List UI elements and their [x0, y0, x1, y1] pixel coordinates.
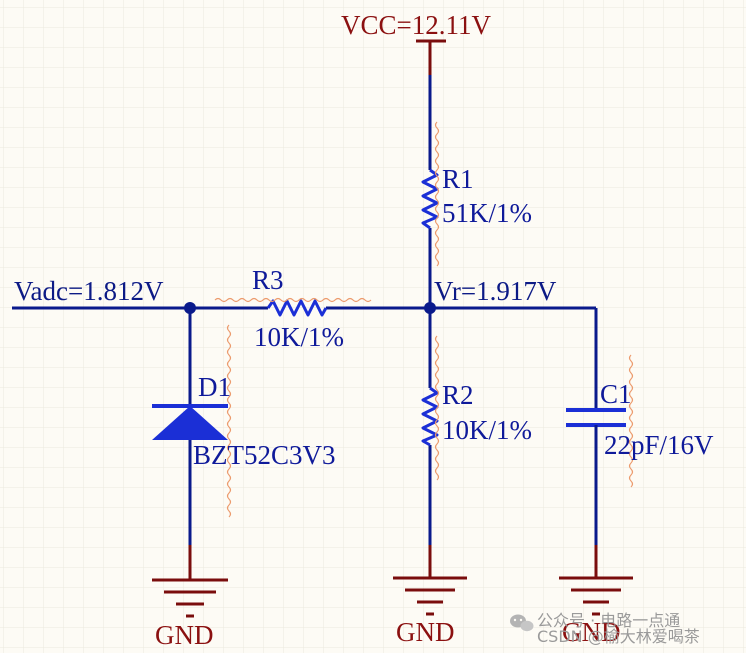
d1-designator: D1: [198, 372, 231, 402]
c1-snap-marker: [628, 354, 634, 488]
vadc-net-label: Vadc=1.812V: [14, 276, 164, 306]
watermark: 公众号 · 电路一点通 CSDN @榆大林爱喝茶: [510, 611, 700, 646]
junction-dot-vr: [424, 302, 436, 314]
r2-snap-marker: [434, 335, 440, 481]
gnd-label-mid: GND: [396, 617, 455, 647]
d1-value: BZT52C3V3: [193, 440, 336, 470]
ground-symbol-right[interactable]: [559, 545, 633, 616]
resistor-r1[interactable]: [421, 121, 440, 267]
zener-diode-d1[interactable]: [152, 308, 232, 545]
ground-symbol-left[interactable]: [152, 545, 228, 618]
d1-snap-marker: [226, 324, 232, 518]
gnd-label-right: GND: [562, 617, 621, 647]
c1-designator: C1: [600, 379, 632, 409]
watermark-line2: CSDN @榆大林爱喝茶: [537, 627, 700, 646]
resistor-r3[interactable]: [214, 297, 372, 317]
gnd-label-left: GND: [155, 620, 214, 650]
vr-net-label: Vr=1.917V: [434, 276, 557, 306]
horizontal-net-wire[interactable]: [12, 306, 598, 410]
capacitor-c1[interactable]: [566, 354, 634, 545]
wechat-icon: [510, 614, 534, 632]
r3-value: 10K/1%: [254, 322, 344, 352]
r2-value: 10K/1%: [442, 415, 532, 445]
r3-snap-marker: [214, 297, 372, 303]
r3-designator: R3: [252, 265, 284, 295]
r1-designator: R1: [442, 164, 474, 194]
r1-snap-marker: [434, 121, 440, 267]
vcc-power-port[interactable]: [416, 39, 446, 75]
c1-value: 22pF/16V: [604, 430, 714, 460]
vcc-label: VCC=12.11V: [341, 10, 491, 40]
resistor-r2[interactable]: [421, 335, 440, 481]
watermark-line1: 公众号 · 电路一点通: [537, 611, 680, 630]
r1-value: 51K/1%: [442, 198, 532, 228]
r2-designator: R2: [442, 380, 474, 410]
ground-symbol-mid[interactable]: [393, 545, 467, 616]
